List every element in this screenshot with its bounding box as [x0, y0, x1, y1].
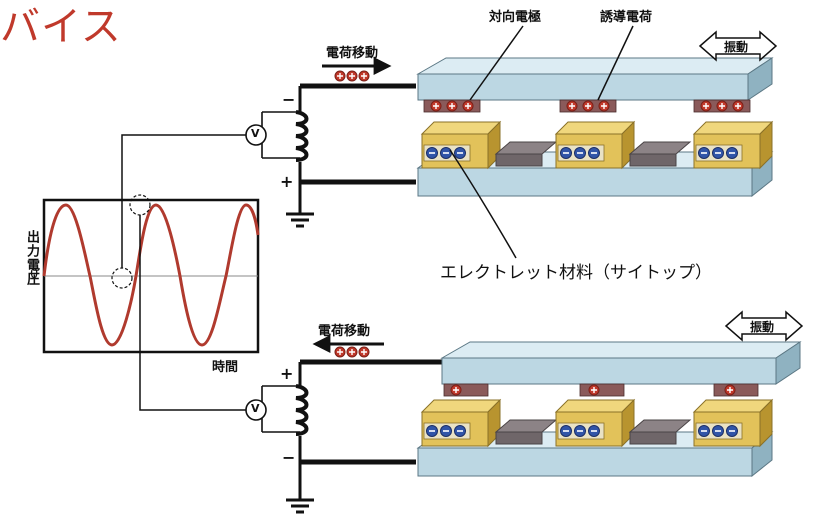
electret-material-label: エレクトレット材料（サイトップ）	[440, 263, 712, 283]
page-title: バイス	[0, 4, 122, 50]
ground-icon	[284, 202, 316, 228]
output-voltage-label: 出力電圧	[24, 230, 39, 286]
zero-label: 0	[30, 267, 39, 282]
leader-bottom	[139, 215, 246, 411]
charge-move-label-top: 電荷移動	[326, 46, 379, 61]
plus-sign-bottom: +	[280, 364, 294, 383]
charge-move-label-bottom: 電荷移動	[318, 324, 371, 339]
induced-charge-label: 誘導電荷	[600, 10, 653, 25]
minus-sign-top: −	[282, 90, 296, 109]
time-label: 時間	[212, 360, 239, 375]
vibration-label-bottom: 振動	[750, 320, 775, 334]
counter-electrode-label: 対向電極	[489, 10, 542, 25]
counter-electrode-plate	[416, 57, 774, 75]
vibration-arrow-top	[698, 30, 778, 62]
resistor-icon	[294, 110, 309, 162]
vibration-arrow-bottom	[724, 310, 804, 342]
leader-top	[121, 134, 246, 268]
voltmeter-label-top: V	[251, 127, 260, 140]
electret-block	[422, 122, 500, 168]
substrate-plate	[417, 167, 753, 197]
vibration-label-top: 振動	[724, 40, 749, 54]
voltmeter-label-bottom: V	[251, 402, 260, 415]
plus-sign-top: +	[280, 172, 294, 191]
minus-sign-bottom: −	[282, 448, 296, 467]
output-sine-wave	[42, 203, 260, 347]
voltmeter-icon	[245, 124, 267, 146]
